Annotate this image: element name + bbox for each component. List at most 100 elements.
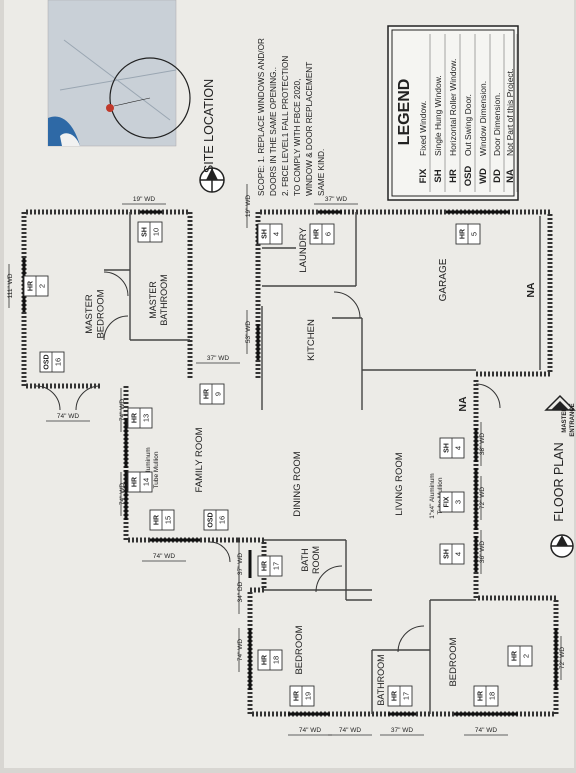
legend-code-sh: SH: [433, 169, 444, 182]
tag-code: HR: [512, 651, 519, 661]
tag-code: OSD: [208, 512, 215, 527]
tag-number: 16: [54, 358, 63, 366]
tag-code: HR: [204, 389, 211, 399]
tag-code: SH: [142, 227, 149, 237]
dimension-text: 74" WD: [119, 483, 126, 505]
dimension-text: 37" WD: [207, 355, 229, 362]
dimension-label: 37" WD: [196, 355, 240, 364]
tag-code: HR: [28, 281, 35, 291]
floor-plan-title: FLOOR PLAN: [552, 442, 566, 521]
legend-text-wd: Window Dimension.: [478, 81, 488, 156]
dimension-text: 74" WD: [237, 639, 244, 661]
tag-number: 16: [218, 516, 227, 524]
scope-line: 2. FBCE LEVEL1 FALL PROTECTION: [281, 56, 290, 196]
tag-number: 9: [214, 392, 223, 396]
tag-number: 6: [324, 232, 333, 236]
entrance-line2: ENTRANCE: [570, 403, 576, 436]
dimension-text: 37" WD: [391, 727, 413, 734]
dimension-label: 74" WD: [288, 727, 332, 736]
tag-code: HR: [460, 229, 467, 239]
room-label-bathroom: BATHROOM: [376, 654, 386, 705]
dimension-label: 74" WD: [328, 727, 372, 736]
tag-code: HR: [294, 691, 301, 701]
tag-code: FIX: [444, 496, 451, 507]
na-label: NA: [457, 396, 469, 412]
legend-code-na: NA: [505, 169, 516, 183]
tag-number: 2: [38, 284, 47, 288]
scope-line: SAME KIND.: [317, 149, 326, 196]
interior-walls: [104, 212, 541, 714]
windows: [22, 210, 558, 716]
scope-line: DOORS IN THE SAME OPENING..: [269, 67, 278, 196]
dimension-label: 74" WD: [119, 388, 126, 432]
room-label-bedroom-right: BEDROOM: [448, 637, 459, 686]
tag-code: OSD: [44, 354, 51, 369]
tag-number: 3: [454, 500, 463, 504]
dimension-text: 19" WD: [245, 195, 252, 217]
legend-text-sh: Single Hung Window.: [433, 75, 443, 156]
tag-code: HR: [132, 477, 139, 487]
dimension-text: 74" WD: [339, 727, 361, 734]
dimension-text: 72" WD: [479, 487, 486, 509]
entrance-line1: MASTER: [562, 407, 568, 433]
dimension-text: 74" WD: [475, 727, 497, 734]
dimension-text: 111" WD: [7, 273, 14, 298]
legend-text-osd: Out Swing Door.: [463, 94, 473, 156]
tag-code: SH: [262, 229, 269, 239]
dimension-text: 34" DD: [237, 581, 244, 602]
not-part-labels: NA NA: [457, 282, 537, 412]
legend-text-fix: Fixed Window.: [418, 101, 428, 156]
dimension-label: 74" WD: [46, 413, 90, 422]
tag-code: HR: [314, 229, 321, 239]
dimension-label: 37" WD: [314, 196, 358, 205]
tag-number: 18: [272, 656, 281, 664]
room-label-kitchen: KITCHEN: [306, 319, 317, 361]
legend-code-hr: HR: [448, 169, 459, 183]
tag-code: HR: [262, 655, 269, 665]
north-arrow-icon: [199, 167, 225, 193]
tag-number: 2: [522, 654, 531, 658]
room-label-living-room: LIVING ROOM: [394, 452, 405, 515]
dimension-label: 72" WD: [479, 476, 486, 520]
tag-code: HR: [132, 413, 139, 423]
room-label-garage: GARAGE: [438, 258, 449, 301]
site-location-title: SITE LOCATION: [202, 79, 216, 173]
legend-code-fix: FIX: [418, 168, 429, 183]
legend-text-na: Not Part of this Project.: [505, 69, 515, 156]
na-label: NA: [525, 282, 537, 298]
exterior-walls: [21, 209, 559, 717]
legend-text-dd: Door Dimension.: [492, 93, 502, 156]
dimension-text: 74" WD: [119, 399, 126, 421]
tag-code: SH: [444, 443, 451, 453]
tag-number: 10: [152, 228, 161, 236]
entrance-symbol: [544, 394, 576, 411]
site-location-map: [47, 0, 191, 147]
room-label-family-room: FAMILY ROOM: [194, 427, 205, 492]
legend-code-osd: OSD: [463, 166, 474, 187]
tag-number: 5: [470, 232, 479, 236]
dimension-label: 37" WD: [380, 727, 424, 736]
tag-number: 15: [164, 516, 173, 524]
room-label-bedroom-left: BEDROOM: [294, 625, 305, 674]
dimension-label: 74" WD: [119, 472, 126, 516]
dimension-label: 74" WD: [464, 727, 508, 736]
tag-number: 17: [402, 692, 411, 700]
